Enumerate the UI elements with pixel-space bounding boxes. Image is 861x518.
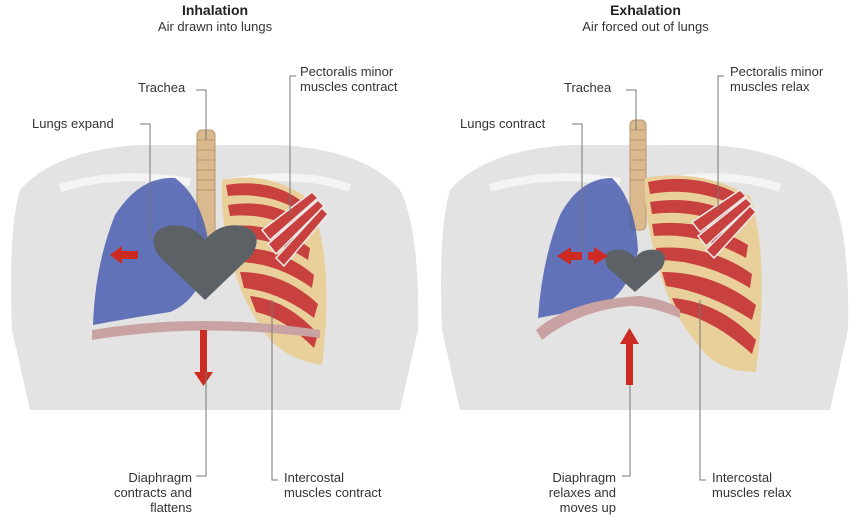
inhalation-title: Inhalation (0, 2, 430, 18)
trachea (630, 120, 646, 230)
inhalation-panel: Inhalation Air drawn into lungs Trachea … (0, 0, 430, 518)
label-intercostal: Intercostal muscles contract (284, 470, 382, 500)
label-intercostal: Intercostal muscles relax (712, 470, 791, 500)
label-diaphragm: Diaphragm contracts and flattens (100, 470, 192, 515)
exhalation-subtitle: Air forced out of lungs (430, 19, 861, 34)
label-diaphragm: Diaphragm relaxes and moves up (526, 470, 616, 515)
label-pectoralis: Pectoralis minor muscles relax (730, 64, 823, 94)
exhalation-title: Exhalation (430, 2, 861, 18)
exhalation-panel: Exhalation Air forced out of lungs Trach… (430, 0, 861, 518)
label-pectoralis: Pectoralis minor muscles contract (300, 64, 398, 94)
label-lungs: Lungs expand (32, 116, 114, 131)
inhalation-subtitle: Air drawn into lungs (0, 19, 430, 34)
label-trachea: Trachea (138, 80, 185, 95)
label-lungs: Lungs contract (460, 116, 545, 131)
label-trachea: Trachea (564, 80, 611, 95)
